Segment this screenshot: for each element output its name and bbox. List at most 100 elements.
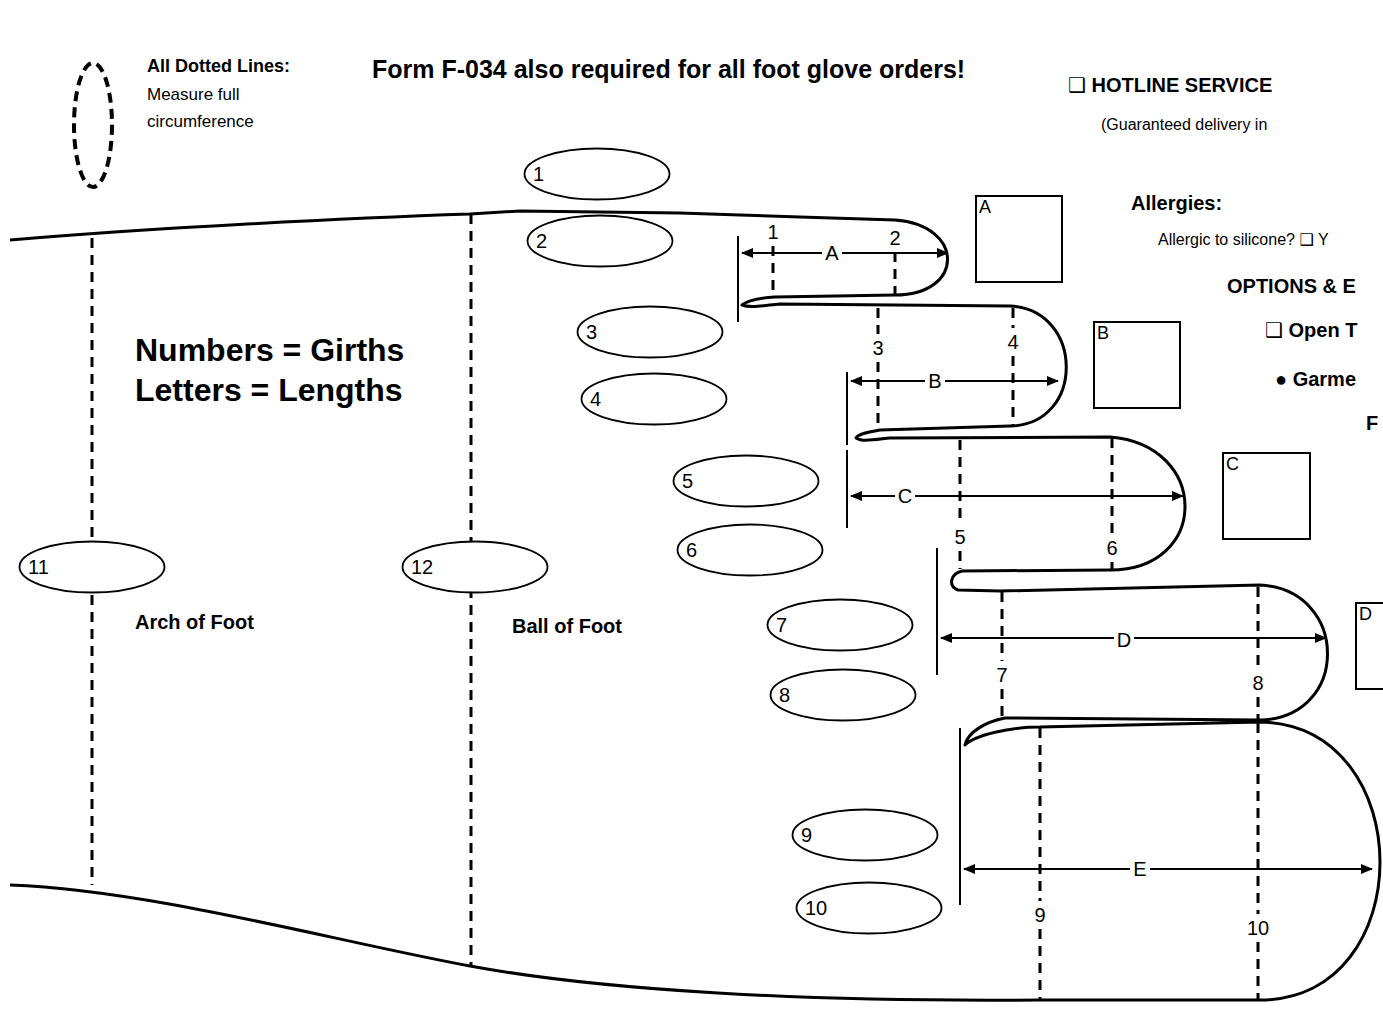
girth-entry-oval: 6 [676, 523, 824, 577]
oval-outline [672, 454, 820, 508]
form-notice: Form F-034 also required for all foot gl… [372, 54, 965, 84]
key-heading: All Dotted Lines: [147, 56, 290, 78]
length-letter: D [1114, 628, 1134, 652]
girth-number: 8 [779, 683, 917, 707]
length-letter: D [1359, 604, 1383, 626]
length-entry-box: C [1222, 452, 1311, 540]
oval-outline [580, 372, 728, 426]
girth-number: 8 [1249, 671, 1266, 695]
toe-girth-line [1257, 697, 1260, 720]
oval-outline [576, 305, 724, 359]
toe-girth-line [877, 362, 880, 429]
toe-girth-line [1039, 929, 1042, 1000]
girth-number: 5 [951, 525, 968, 549]
box-outline [1223, 453, 1310, 539]
toe-girth-line [959, 440, 962, 523]
oval-outline [678, 525, 823, 576]
toe-girth-line [1257, 942, 1260, 1000]
toe-girth-line [1012, 308, 1015, 328]
oval-outline [768, 600, 913, 651]
oval-outline [674, 456, 819, 507]
length-arrow [742, 252, 948, 254]
oval-outline [676, 523, 824, 577]
option-note: (Guaranteed delivery in [1101, 115, 1267, 134]
length-entry-box: B [1093, 321, 1181, 409]
oval-outline [771, 670, 916, 721]
radio-option: ● Garme [1275, 367, 1356, 391]
legend-note: Letters = Lengths [135, 371, 403, 409]
girth-entry-oval: 12 [401, 540, 549, 594]
girth-entry-oval: 8 [769, 668, 917, 722]
girth-number: 10 [1244, 916, 1272, 940]
dotted-line-key [74, 63, 112, 187]
length-start-bar [737, 236, 739, 322]
box-outline [1094, 322, 1180, 408]
length-start-bar [846, 372, 848, 445]
length-letter: E [1130, 857, 1149, 881]
toe-girth-line [1111, 438, 1114, 534]
checkbox-option: ❑ HOTLINE SERVICE [1068, 73, 1272, 97]
girth-number: 1 [533, 162, 671, 186]
girth-entry-oval: 3 [576, 305, 724, 359]
length-entry-box: D [1355, 602, 1383, 690]
toe-girth-line [894, 252, 897, 295]
length-letter: A [979, 197, 1059, 219]
girth-number: 4 [1004, 330, 1021, 354]
option-text: F [1366, 411, 1378, 435]
girth-number: 9 [801, 823, 939, 847]
length-start-bar [959, 728, 961, 905]
girth-entry-oval: 5 [672, 454, 820, 508]
length-letter: C [895, 484, 915, 508]
length-arrow [851, 380, 1058, 382]
oval-outline [769, 668, 917, 722]
length-arrows [742, 253, 1372, 869]
oval-outline [766, 598, 914, 652]
girth-number: 2 [886, 226, 903, 250]
girth-entry-oval: 4 [580, 372, 728, 426]
length-letter: B [1097, 323, 1177, 345]
girth-number: 1 [764, 220, 781, 244]
girth-entry-oval: 10 [795, 881, 943, 935]
toe-girth-line [1111, 562, 1114, 569]
length-letter: B [925, 369, 944, 393]
girth-number: 11 [28, 555, 166, 579]
girth-number: 2 [536, 229, 674, 253]
girth-number: 6 [686, 538, 824, 562]
oval-outline [582, 374, 727, 425]
girth-entry-oval: 1 [523, 147, 671, 201]
oval-outline [793, 810, 938, 861]
box-outline [976, 196, 1062, 282]
toe-girth-line [1257, 723, 1260, 914]
region-label: Arch of Foot [135, 610, 254, 634]
girth-entry-oval: 11 [18, 540, 166, 594]
length-letter: C [1226, 454, 1307, 476]
oval-outline [578, 307, 723, 358]
girth-number: 5 [682, 469, 820, 493]
toe-girth-line [959, 551, 962, 569]
key-note: Measure full circumference [147, 81, 277, 135]
checkbox-option: ❑ Open T [1265, 318, 1357, 342]
girth-number: 6 [1103, 536, 1120, 560]
toe-girth-line [1001, 689, 1004, 718]
girth-entry-oval: 2 [526, 214, 674, 268]
foot-outline [10, 211, 1380, 1000]
girth-entry-oval: 7 [766, 598, 914, 652]
oval-outline [528, 216, 673, 267]
girth-number: 7 [993, 663, 1010, 687]
girth-number: 3 [869, 336, 886, 360]
girth-number: 9 [1031, 903, 1048, 927]
girth-number: 3 [586, 320, 724, 344]
oval-outline [526, 214, 674, 268]
box-outline [1356, 603, 1383, 689]
section-heading: Allergies: [1131, 191, 1222, 215]
toe-girth-line [1039, 728, 1042, 901]
toe-girth-line [1012, 356, 1015, 425]
length-start-bar [846, 450, 848, 528]
legend-note: Numbers = Girths [135, 331, 404, 369]
region-label: Ball of Foot [512, 614, 622, 638]
toe-girth-line [1257, 587, 1260, 669]
girth-number: 7 [776, 613, 914, 637]
girth-lines [92, 214, 1258, 1000]
girth-entry-oval: 9 [791, 808, 939, 862]
